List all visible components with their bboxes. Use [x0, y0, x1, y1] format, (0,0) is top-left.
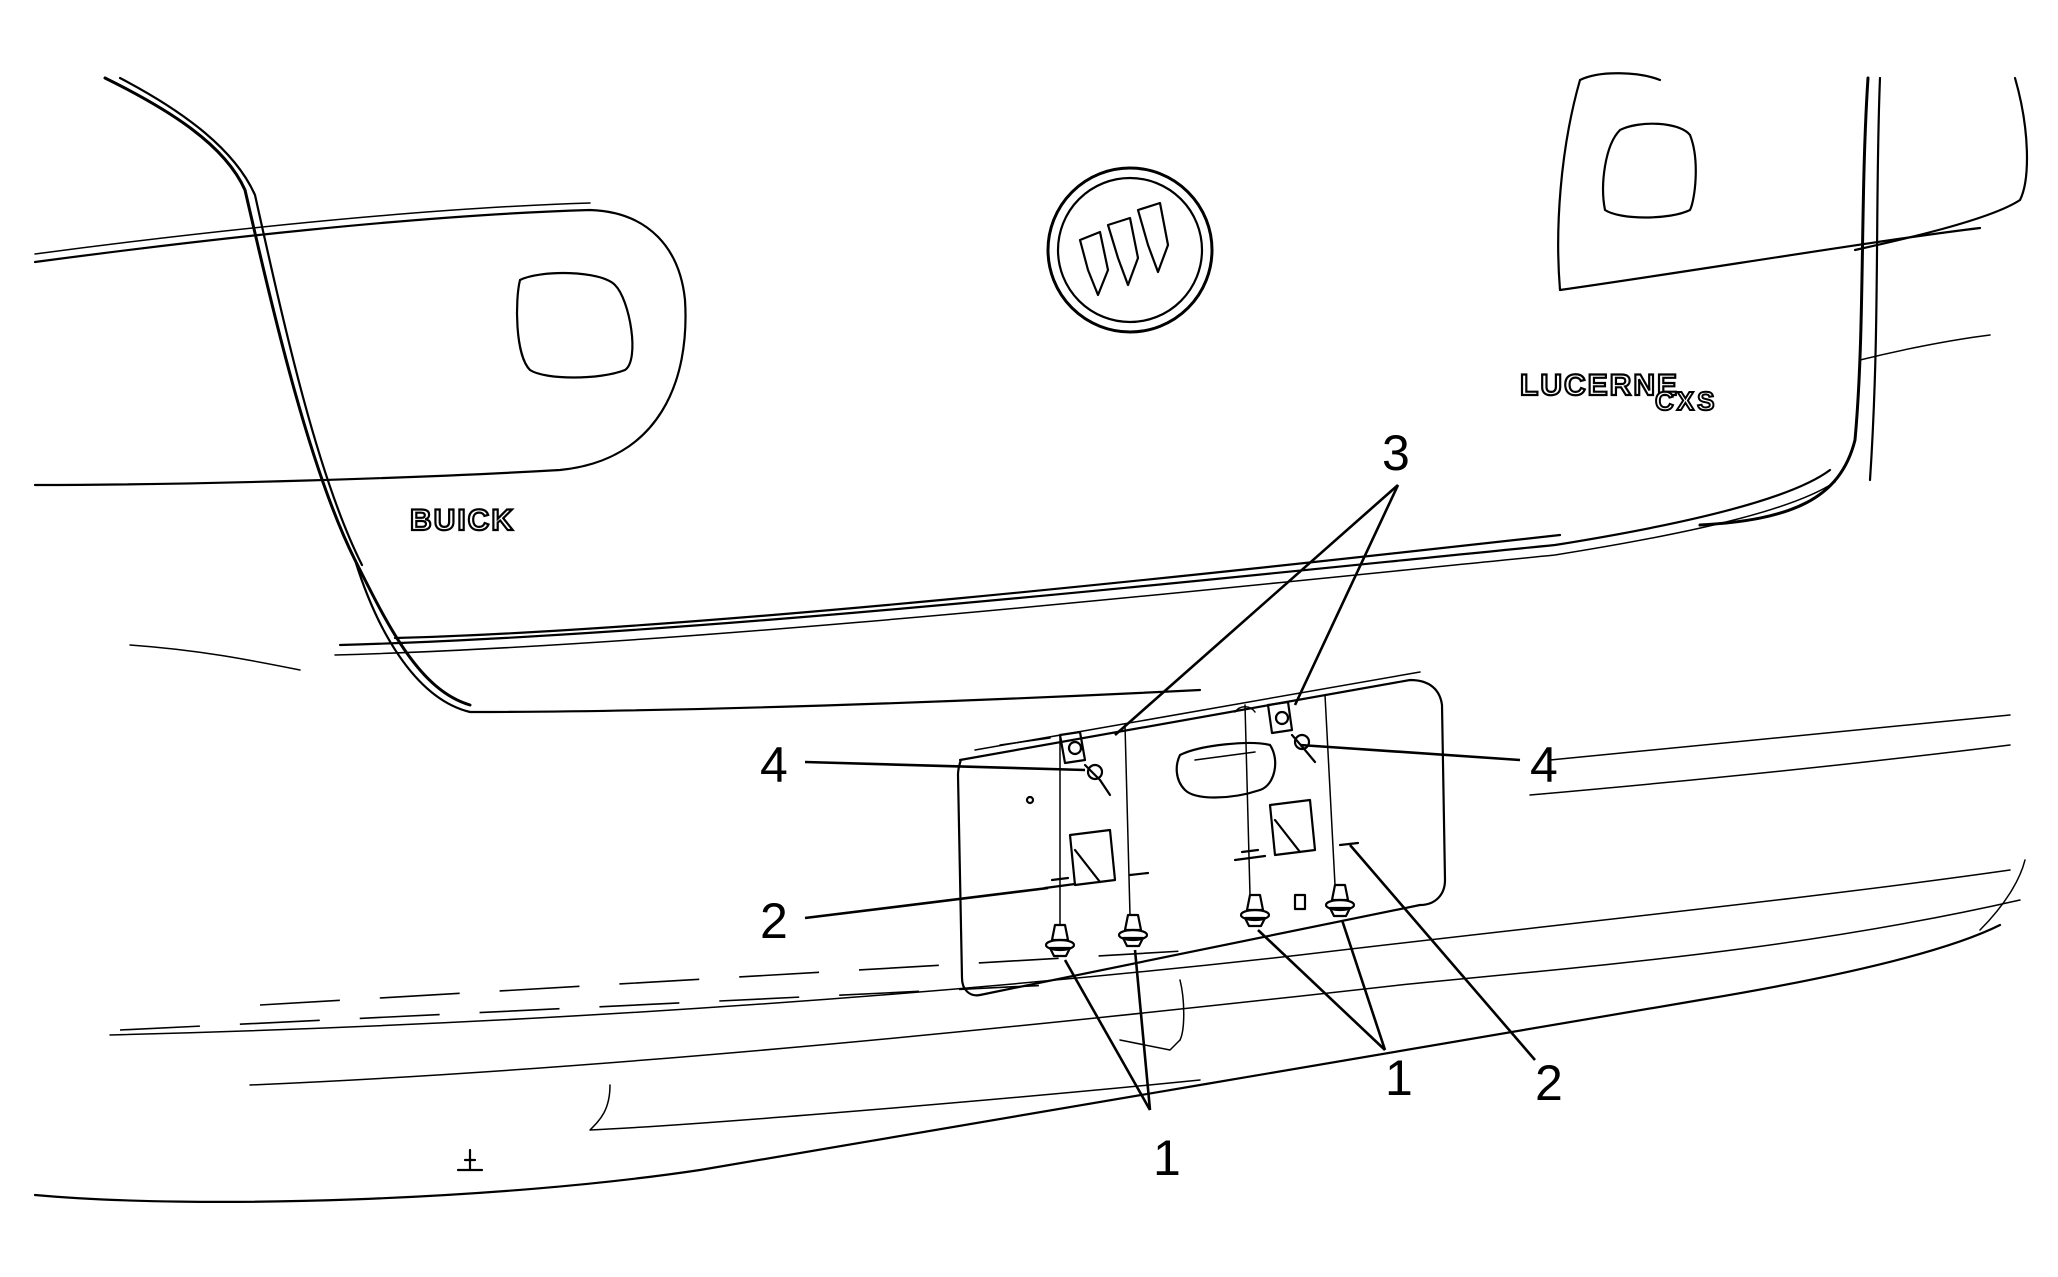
- callout-1-right: 1: [1385, 1050, 1413, 1106]
- clips-bolts: [1058, 700, 1317, 797]
- callout-4-right: 4: [1530, 737, 1558, 793]
- screw-left-b: [1117, 913, 1149, 948]
- screw-left-a: [1044, 923, 1076, 958]
- fasteners: [1044, 883, 1356, 958]
- lucerne-badge: LUCERNE: [1520, 369, 1679, 402]
- screw-right-a: [1239, 893, 1271, 928]
- screw-right-b: [1324, 883, 1356, 918]
- callout-3: 3: [1382, 425, 1410, 481]
- buick-badge: BUICK: [410, 504, 515, 537]
- guide-lines: [1059, 694, 1336, 926]
- license-plate-bracket: [956, 671, 1447, 997]
- leader-lines: [804, 484, 1536, 1111]
- cxs-badge: CXS: [1655, 386, 1717, 416]
- callout-4-left: 4: [760, 737, 788, 793]
- callout-1-left: 1: [1153, 1130, 1181, 1186]
- tri-shield-emblem: [1046, 166, 1214, 334]
- callout-2-right: 2: [1535, 1055, 1563, 1111]
- callout-2-left: 2: [760, 893, 788, 949]
- vehicle-rear-outline: [33, 72, 2029, 1203]
